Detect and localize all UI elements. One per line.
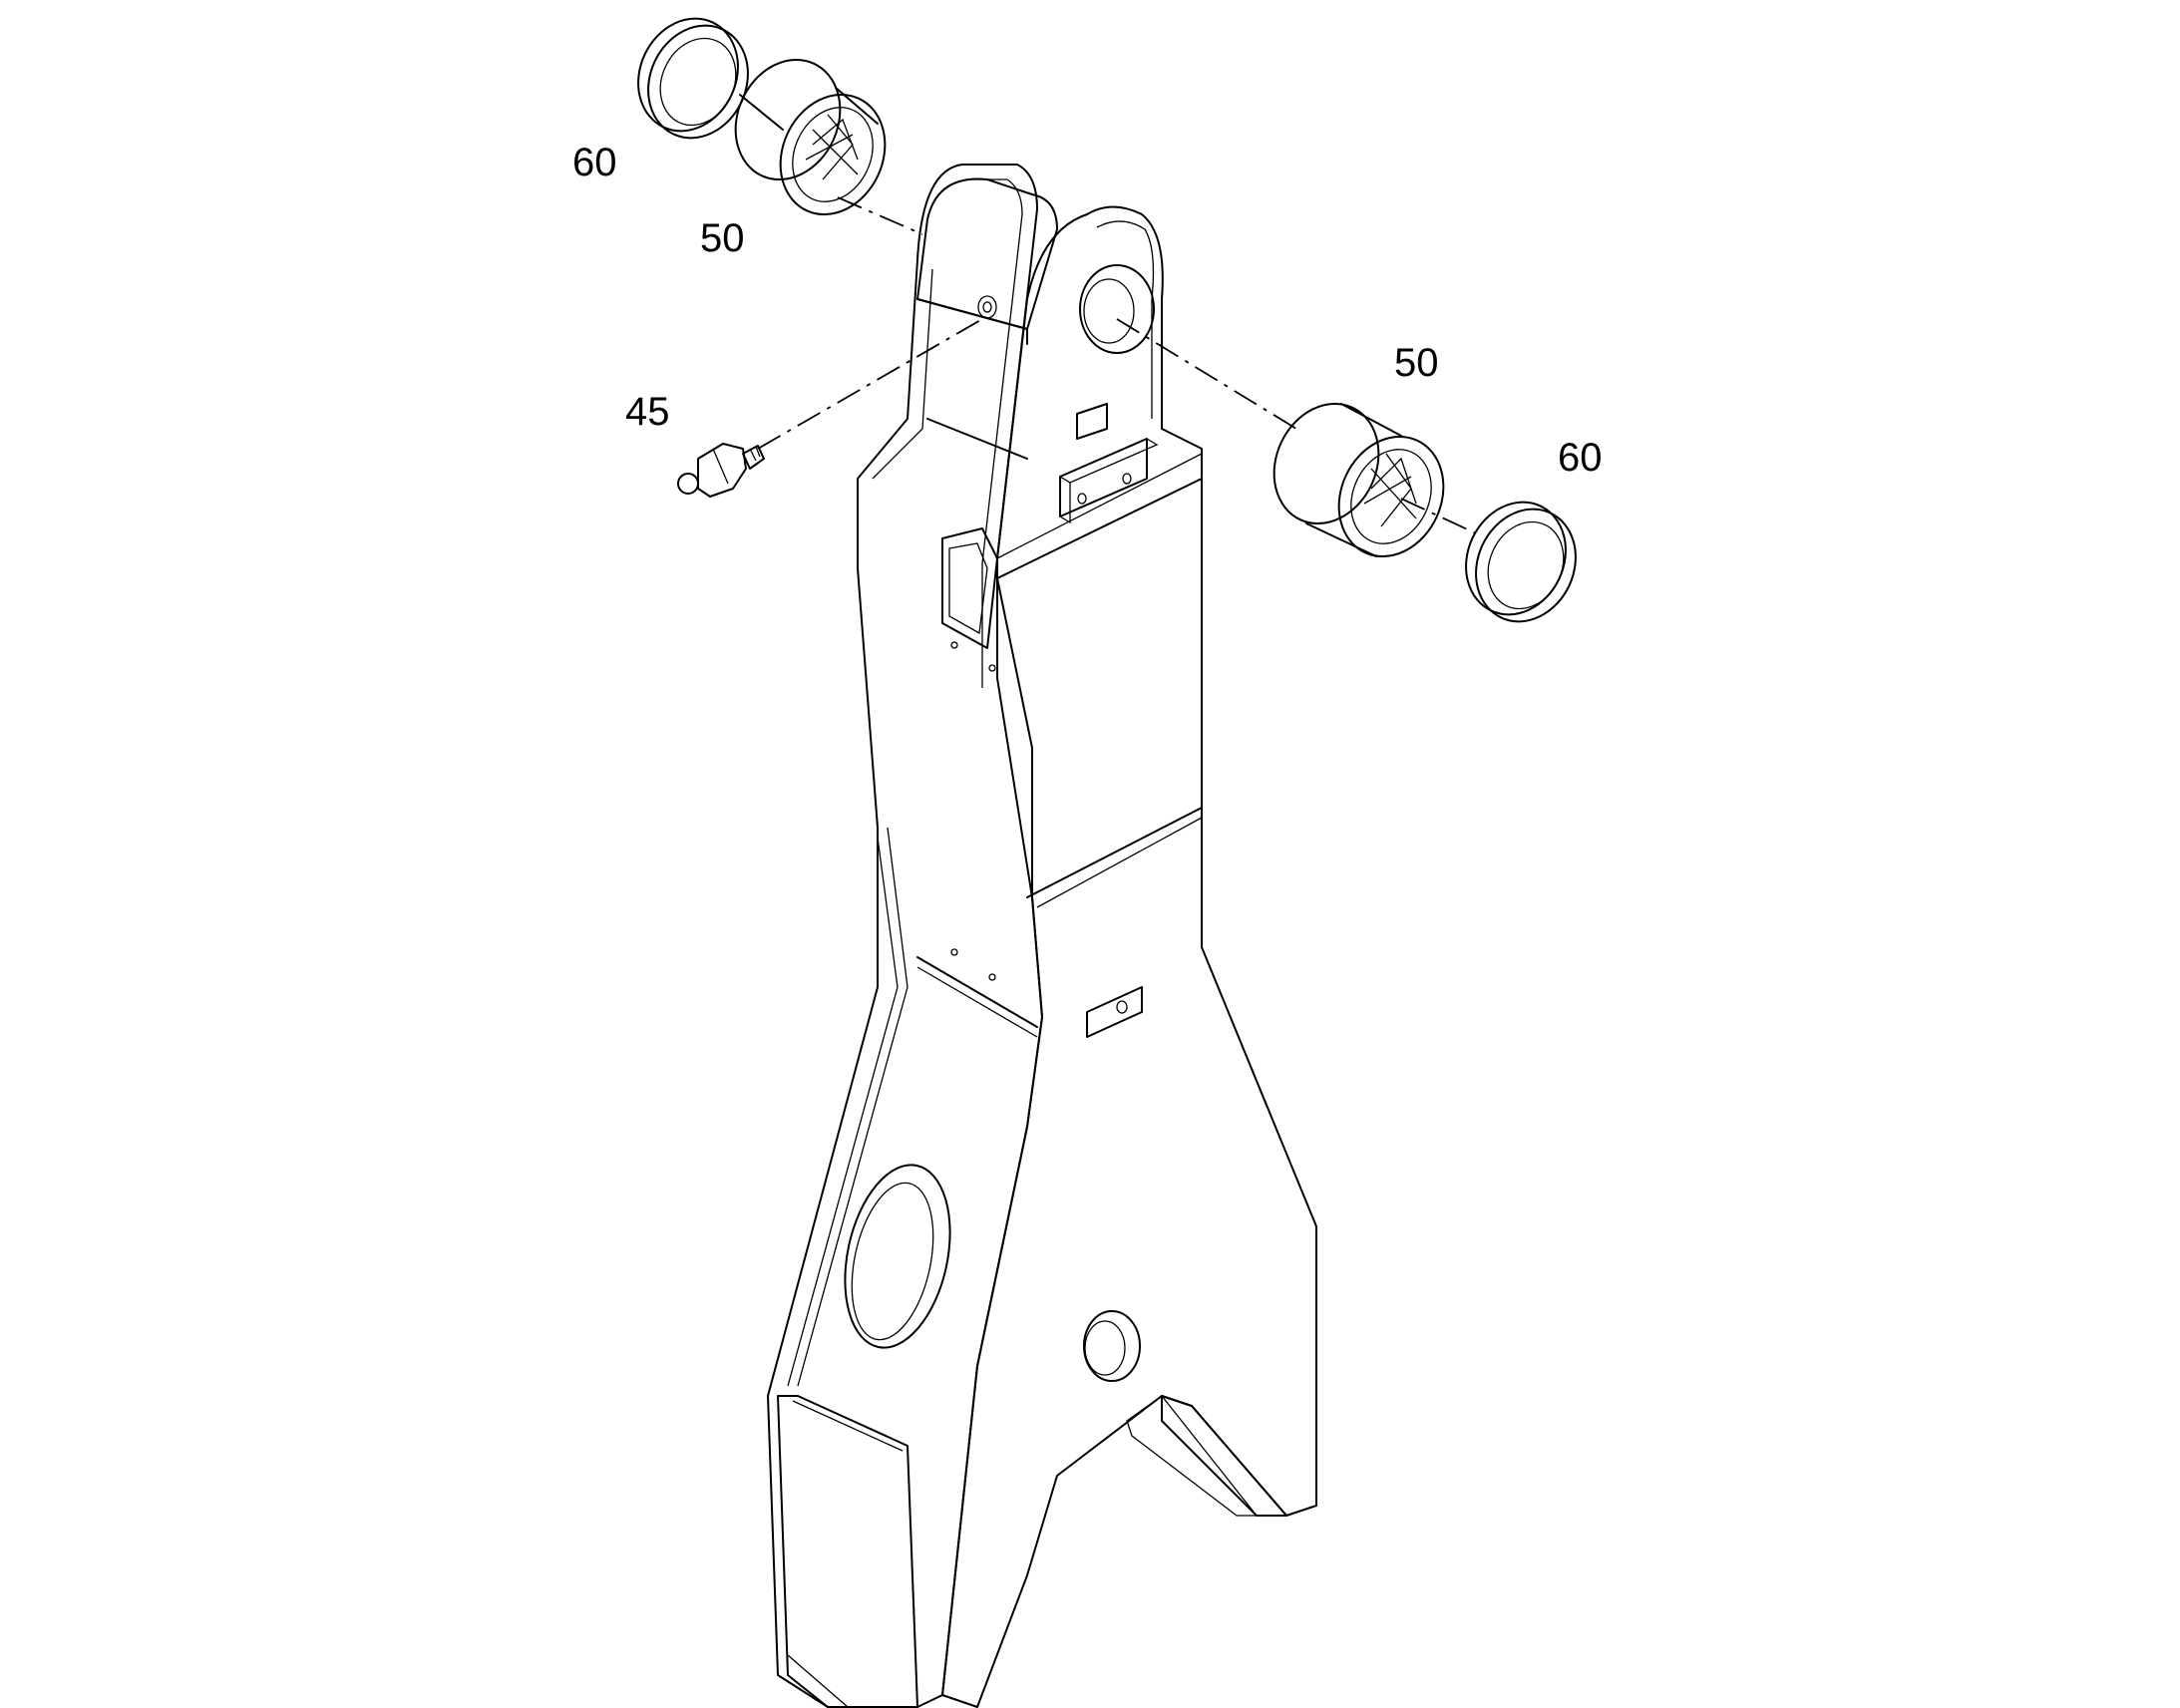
arm-body	[767, 164, 1317, 1708]
callout-bushing-right: 50	[1394, 341, 1439, 385]
callout-bushing-left: 50	[700, 216, 745, 260]
callout-seal-right: 60	[1558, 436, 1603, 480]
callout-seal-left: 60	[572, 141, 617, 184]
tags	[950, 403, 1159, 1038]
seal-ring-right-icon	[1465, 501, 1577, 623]
center-lines	[757, 196, 1477, 534]
seal-ring-left-icon	[637, 17, 749, 140]
holes	[844, 1164, 1141, 1382]
bushing-right-icon	[1272, 402, 1445, 558]
callout-grease-nipple: 45	[625, 390, 670, 434]
grease-nipple-icon	[677, 443, 765, 498]
upper-boss	[916, 177, 1155, 354]
bushing-left-icon	[734, 58, 887, 216]
